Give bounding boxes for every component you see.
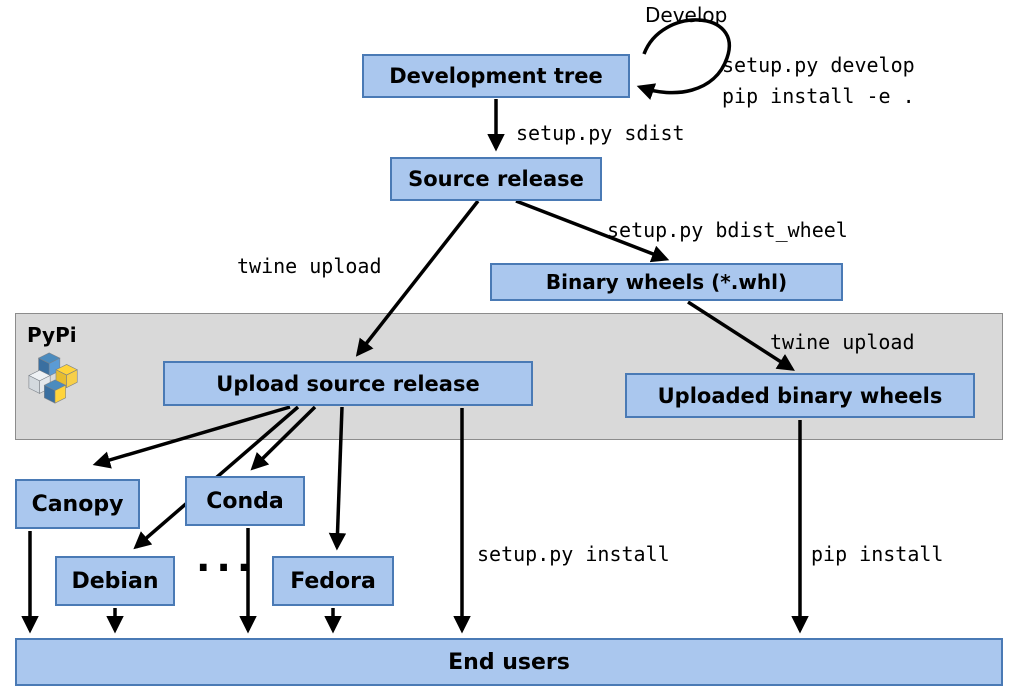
setup-install-command: setup.py install xyxy=(477,542,670,566)
arrow-source-to-binary xyxy=(515,199,670,263)
arrow-binary-to-uploaded xyxy=(687,300,795,371)
node-fedora-label: Fedora xyxy=(290,568,376,594)
pypi-label: PyPi xyxy=(27,323,77,347)
node-development-tree: Development tree xyxy=(362,54,630,98)
pip-install-command: pip install xyxy=(811,542,944,566)
node-upload-source-release: Upload source release xyxy=(163,361,533,406)
node-uploaded-binary-wheels-label: Uploaded binary wheels xyxy=(657,383,943,408)
arrow-devtree-self-loop xyxy=(636,18,731,100)
node-source-release-label: Source release xyxy=(408,167,584,191)
twine-upload-source-command: twine upload xyxy=(237,254,382,278)
node-fedora: Fedora xyxy=(272,556,394,606)
other-distributions-ellipsis: ... xyxy=(196,536,258,580)
node-debian: Debian xyxy=(55,556,175,606)
node-binary-wheels-label: Binary wheels (*.whl) xyxy=(545,270,788,294)
node-end-users: End users xyxy=(15,638,1003,686)
setup-sdist-command: setup.py sdist xyxy=(516,121,685,145)
arrow-upload-to-conda xyxy=(250,405,317,471)
twine-upload-wheels-command: twine upload xyxy=(770,330,915,354)
node-canopy-label: Canopy xyxy=(31,491,124,517)
setup-bdist-wheel-command: setup.py bdist_wheel xyxy=(607,218,848,242)
node-debian-label: Debian xyxy=(71,568,159,594)
node-source-release: Source release xyxy=(390,157,602,201)
node-conda: Conda xyxy=(185,476,305,526)
arrow-upload-to-fedora xyxy=(328,406,347,551)
arrow-upload-to-canopy xyxy=(92,405,291,469)
arrow-source-to-upload xyxy=(355,199,480,357)
node-development-tree-label: Development tree xyxy=(389,64,603,88)
setup-develop-command: setup.py develop xyxy=(722,53,915,77)
node-canopy: Canopy xyxy=(15,479,140,529)
node-uploaded-binary-wheels: Uploaded binary wheels xyxy=(625,373,975,418)
node-binary-wheels: Binary wheels (*.whl) xyxy=(490,263,843,301)
develop-commands: setup.py develop pip install -e . xyxy=(722,50,915,112)
node-upload-source-release-label: Upload source release xyxy=(216,371,480,396)
node-conda-label: Conda xyxy=(206,488,284,514)
pypi-logo xyxy=(28,352,78,404)
develop-loop-label: Develop xyxy=(645,3,728,27)
node-end-users-label: End users xyxy=(448,649,570,675)
pip-install-editable-command: pip install -e . xyxy=(722,84,915,108)
